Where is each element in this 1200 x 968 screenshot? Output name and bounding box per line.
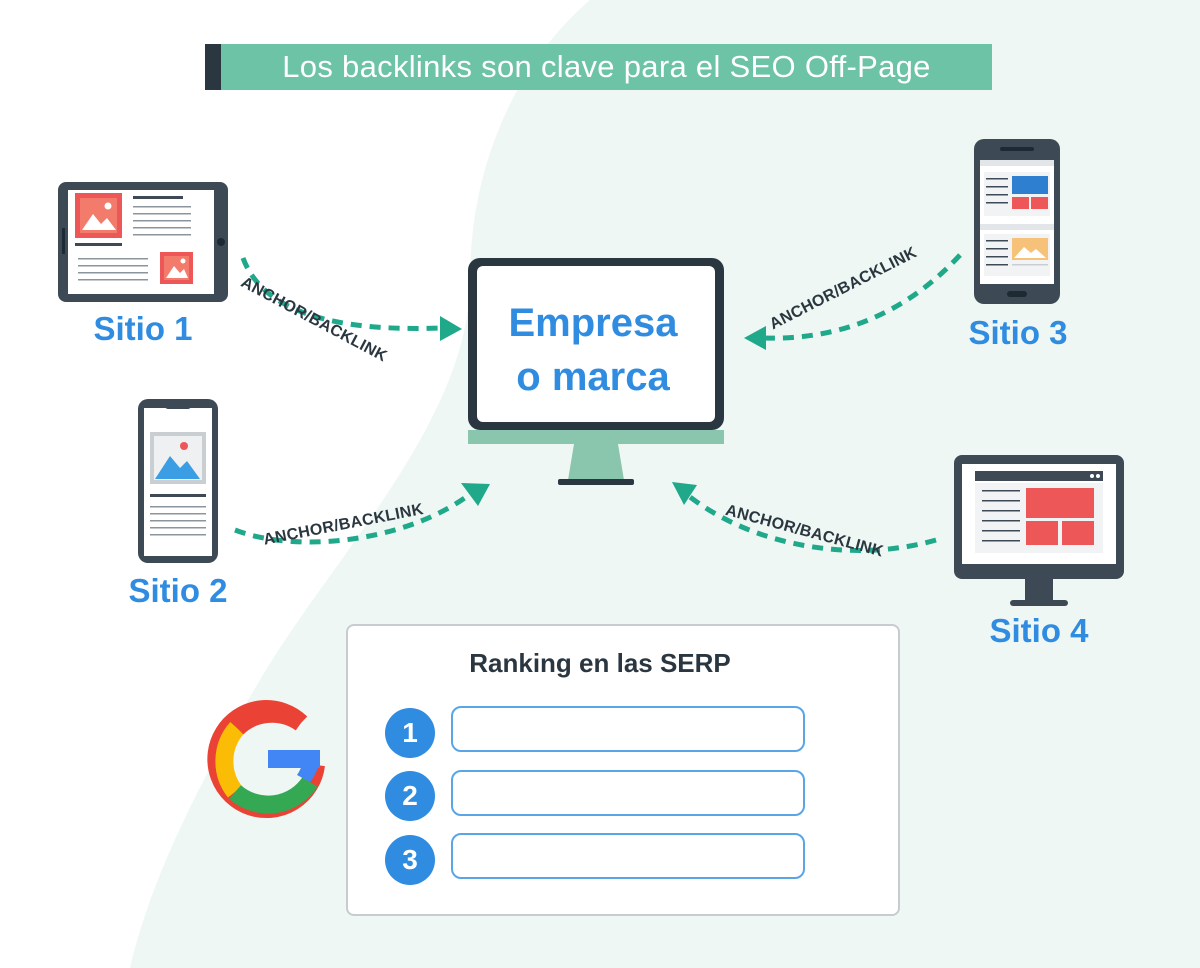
phone-device-icon [138, 399, 218, 563]
backlink-arrow [240, 257, 462, 341]
backlink-arrow [234, 483, 490, 545]
site-1-label: Sitio 1 [93, 310, 193, 347]
rank-number-badge: 2 [385, 771, 435, 821]
center-label-line1: Empresa [508, 301, 678, 345]
tablet-device-icon [58, 182, 228, 302]
image-icon [1012, 238, 1048, 260]
center-monitor-icon [468, 258, 724, 485]
google-logo-icon [207, 700, 325, 818]
ranking-title: Ranking en las SERP [469, 648, 731, 678]
rank-result-slot [451, 706, 805, 752]
backlink-arrow [744, 253, 962, 350]
rank-number-badge: 1 [385, 708, 435, 758]
site-2-label: Sitio 2 [128, 572, 228, 609]
title-accent-stripe [205, 44, 221, 90]
phone-device-icon [974, 139, 1060, 304]
center-label-line2: o marca [516, 355, 670, 399]
center-entity-label: Empresa o marca [478, 296, 708, 404]
image-icon [160, 252, 193, 284]
page-title: Los backlinks son clave para el SEO Off-… [282, 49, 931, 84]
rank-number-badge: 3 [385, 835, 435, 885]
rank-result-slot [451, 833, 805, 879]
image-icon [75, 193, 122, 238]
image-icon [150, 432, 206, 484]
site-4-label: Sitio 4 [989, 612, 1089, 649]
title-banner [205, 44, 992, 90]
rank-result-slot [451, 770, 805, 816]
site-3-label: Sitio 3 [968, 314, 1068, 351]
backlink-arrow [672, 482, 937, 553]
desktop-monitor-icon [954, 455, 1124, 606]
